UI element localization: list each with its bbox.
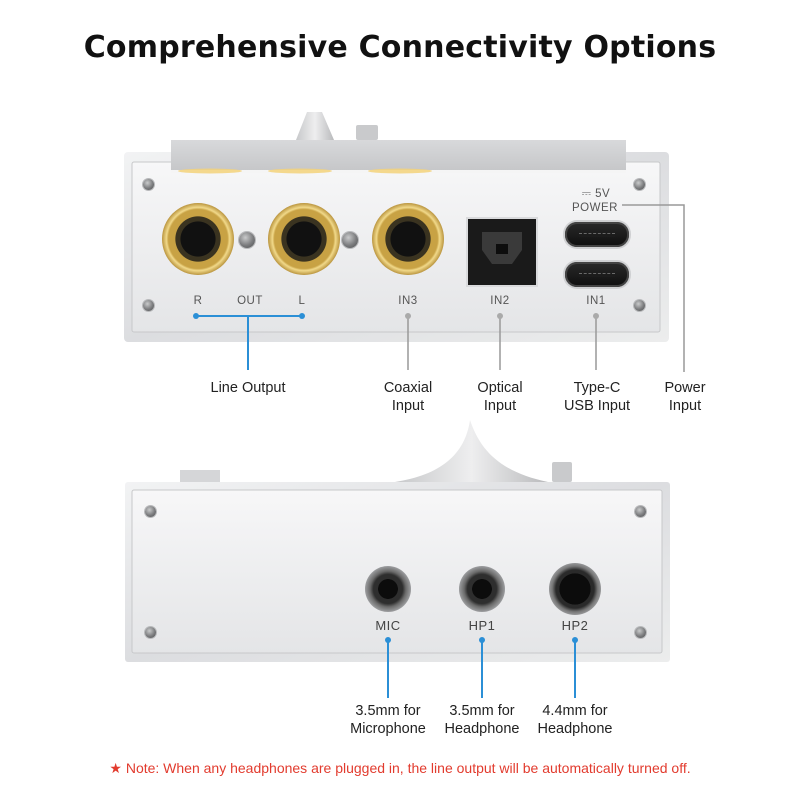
hp1-jack-icon: [459, 566, 505, 612]
label-power: POWER: [572, 202, 618, 214]
front-device-top: [180, 420, 572, 482]
page-title: Comprehensive Connectivity Options: [83, 30, 717, 65]
leader-dot: [299, 313, 305, 319]
leader-dot: [385, 637, 391, 643]
callout-typec-line1: Type-C: [573, 380, 621, 396]
rca-jack-right-icon: [162, 203, 234, 275]
callout-line-output: Line Output: [210, 380, 286, 396]
label-in1: IN1: [586, 295, 606, 307]
label-hp2: HP2: [561, 618, 589, 633]
screw-icon: [145, 627, 156, 638]
screw-icon: [143, 179, 154, 190]
ground-screw-icon: [342, 232, 358, 248]
callout-hp1: 3.5mm for Headphone: [432, 702, 532, 738]
leader-dot: [193, 313, 199, 319]
callout-power: Power Input: [650, 379, 720, 415]
leader-dot: [497, 313, 503, 319]
callout-coaxial-line2: Input: [391, 398, 425, 414]
label-5v: ⎓ 5V: [581, 188, 611, 200]
callout-hp2-line2: Headphone: [537, 721, 613, 737]
footnote: ★ Note: When any headphones are plugged …: [0, 760, 800, 777]
screw-icon: [635, 627, 646, 638]
usb-c-input-port-icon: [565, 262, 629, 287]
label-in3: IN3: [398, 295, 418, 307]
callout-mic-line1: 3.5mm for: [355, 703, 421, 719]
label-hp1: HP1: [468, 618, 496, 633]
hp2-jack-icon: [549, 563, 601, 615]
coaxial-jack-icon: [372, 203, 444, 275]
label-out: OUT: [237, 295, 263, 307]
ground-screw-icon: [239, 232, 255, 248]
front-leader-lines: [387, 640, 576, 698]
label-mic: MIC: [375, 618, 401, 633]
callout-optical: Optical Input: [460, 379, 540, 415]
screw-icon: [635, 506, 646, 517]
callout-hp1-line1: 3.5mm for: [449, 703, 515, 719]
callout-hp2: 4.4mm for Headphone: [525, 702, 625, 738]
label-l: L: [298, 295, 306, 307]
label-r: R: [193, 295, 203, 307]
leader-dot: [405, 313, 411, 319]
back-leader-lines: [196, 204, 685, 372]
callout-power-line1: Power: [664, 380, 706, 396]
callout-coaxial: Coaxial Input: [368, 379, 448, 415]
callout-typec: Type-C USB Input: [550, 379, 644, 415]
callout-optical-line2: Input: [483, 398, 517, 414]
callout-coaxial-line1: Coaxial: [383, 380, 433, 396]
callout-hp2-line1: 4.4mm for: [542, 703, 608, 719]
callout-hp1-line2: Headphone: [444, 721, 520, 737]
leader-dot: [572, 637, 578, 643]
screw-icon: [143, 300, 154, 311]
mic-jack-icon: [365, 566, 411, 612]
label-in2: IN2: [490, 295, 510, 307]
callout-power-line2: Input: [668, 398, 702, 414]
screw-icon: [634, 179, 645, 190]
star-icon: ★: [109, 760, 122, 776]
screw-icon: [634, 300, 645, 311]
callout-optical-line1: Optical: [477, 380, 523, 396]
screw-icon: [145, 506, 156, 517]
callout-typec-line2: USB Input: [563, 398, 631, 414]
callout-mic: 3.5mm for Microphone: [338, 702, 438, 738]
rca-jack-left-icon: [268, 203, 340, 275]
leader-dot: [479, 637, 485, 643]
footnote-text: Note: When any headphones are plugged in…: [121, 760, 691, 776]
optical-port: [466, 217, 538, 287]
usb-c-power-port-icon: [565, 222, 629, 247]
callout-mic-line2: Microphone: [350, 721, 426, 737]
leader-dot: [593, 313, 599, 319]
